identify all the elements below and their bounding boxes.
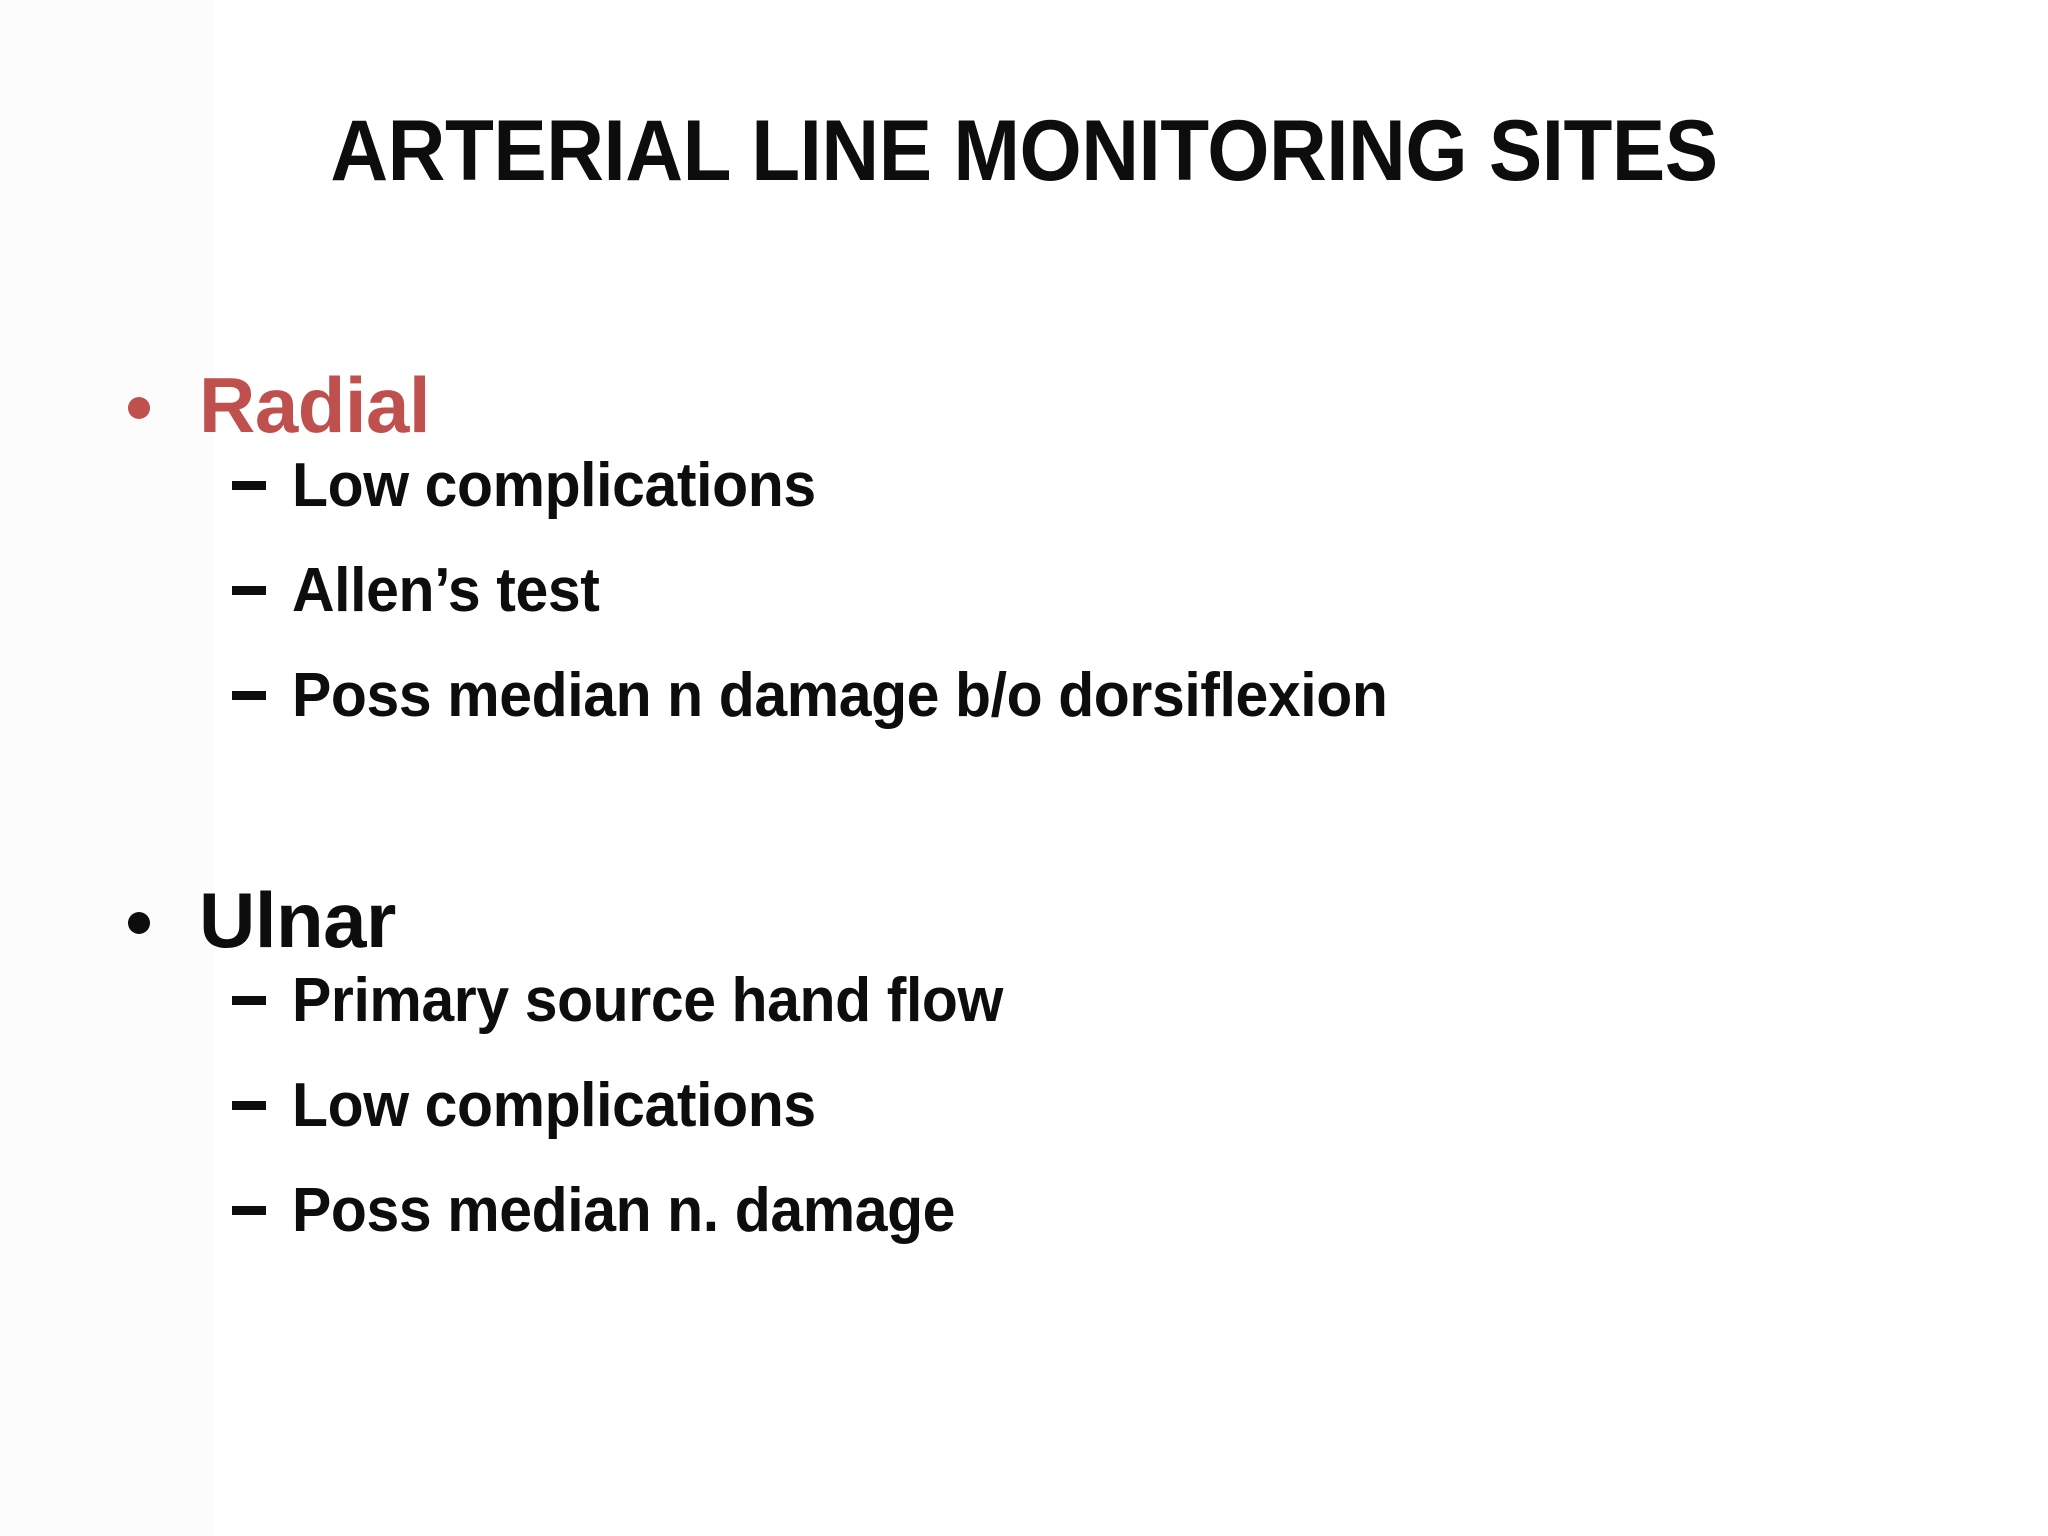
sub-bullet-label: Low complications <box>292 451 816 520</box>
sub-bullet-label: Poss median n damage b/o dorsiflexion <box>292 661 1388 730</box>
sub-bullet-label: Allen’s test <box>292 556 600 625</box>
sub-bullet-item: Primary source hand flow <box>0 970 2048 1075</box>
bullet-item-radial: Radial <box>0 355 2048 455</box>
group-spacer <box>0 770 2048 870</box>
sub-bullet-item: Low complications <box>0 1075 2048 1180</box>
bullet-group-ulnar: Ulnar Primary source hand flow Low compl… <box>0 870 2048 1285</box>
bullet-label-radial: Radial <box>199 361 431 449</box>
sub-bullet-item: Allen’s test <box>0 560 2048 665</box>
sub-bullet-label: Poss median n. damage <box>292 1176 956 1245</box>
dash-marker-icon <box>232 1101 266 1110</box>
bullet-dot-icon <box>128 397 150 419</box>
dash-marker-icon <box>232 586 266 595</box>
sub-bullet-item: Low complications <box>0 455 2048 560</box>
slide-left-panel-band <box>0 0 214 1536</box>
sub-bullet-item: Poss median n damage b/o dorsiflexion <box>0 665 2048 770</box>
bullet-dot-icon <box>128 912 150 934</box>
slide-body-content: Radial Low complications Allen’s test Po… <box>0 355 2048 1285</box>
page-title: ARTERIAL LINE MONITORING SITES <box>330 103 1718 199</box>
dash-marker-icon <box>232 996 266 1005</box>
bullet-item-ulnar: Ulnar <box>0 870 2048 970</box>
sub-bullet-label: Low complications <box>292 1071 816 1140</box>
sub-bullet-item: Poss median n. damage <box>0 1180 2048 1285</box>
dash-marker-icon <box>232 1206 266 1215</box>
dash-marker-icon <box>232 691 266 700</box>
dash-marker-icon <box>232 481 266 490</box>
bullet-group-radial: Radial Low complications Allen’s test Po… <box>0 355 2048 770</box>
bullet-label-ulnar: Ulnar <box>199 876 396 964</box>
sub-bullet-label: Primary source hand flow <box>292 966 1003 1035</box>
slide-canvas-background <box>214 0 2048 1536</box>
